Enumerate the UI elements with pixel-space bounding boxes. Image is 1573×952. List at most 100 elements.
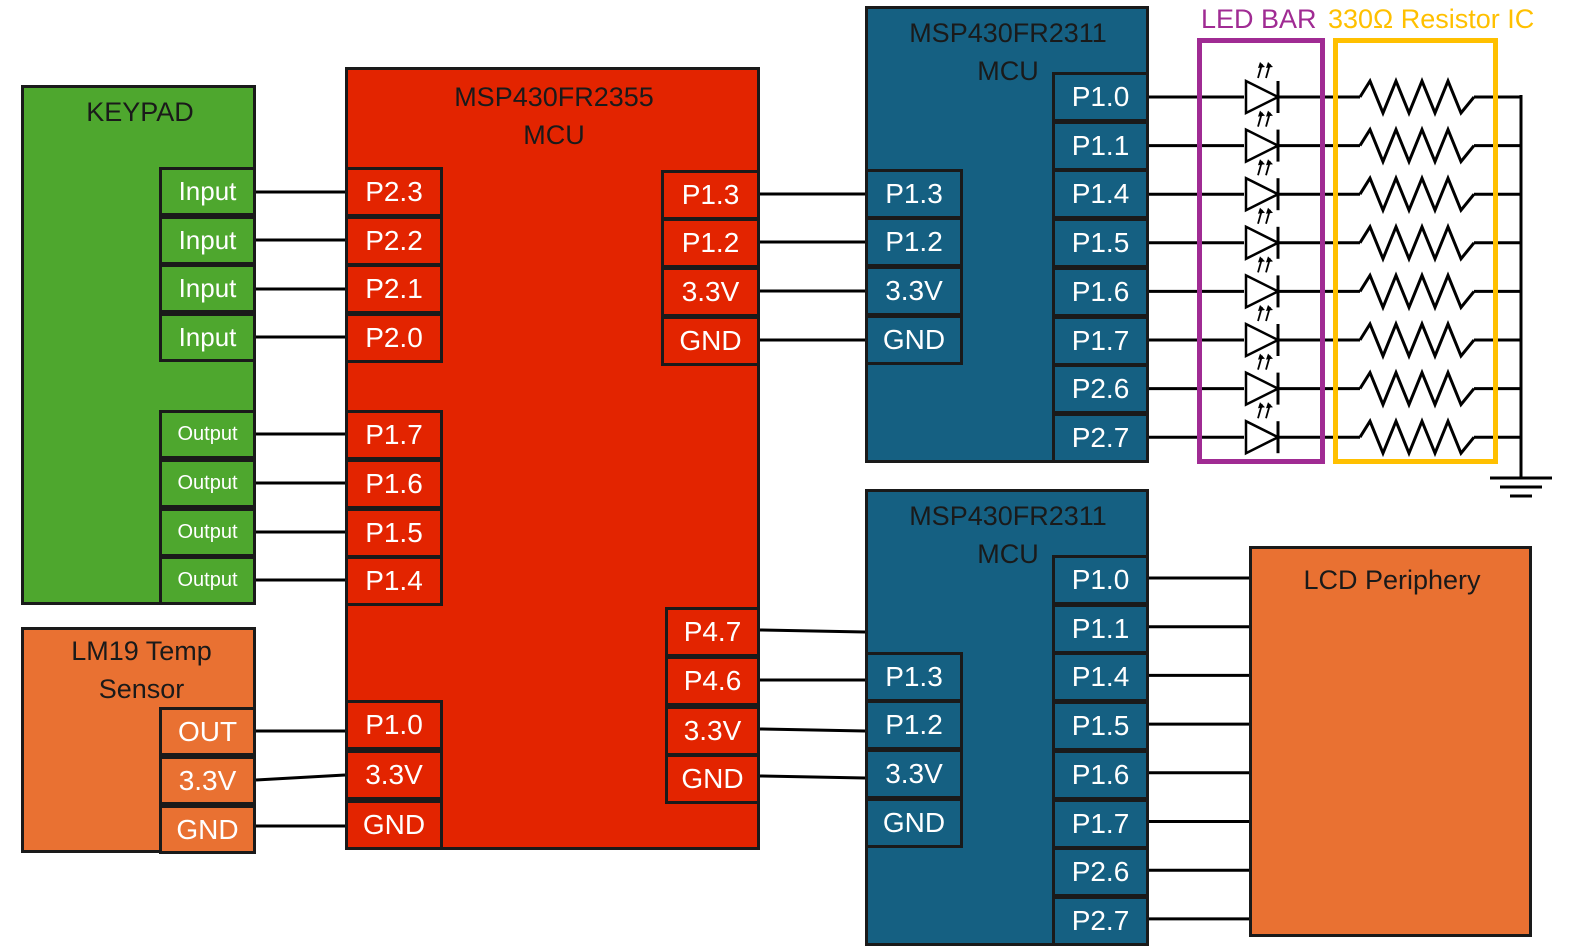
mcu-top-right-pin: P2.6 [1052,364,1149,415]
led-arrow-head [1266,256,1273,263]
main-mcu-right-pin: P4.6 [665,656,760,706]
led-arrow-head [1266,207,1273,214]
keypad-pin-input: Input [159,313,256,362]
mcu-top-title-line2: MCU [977,56,1039,86]
led-arrow-head [1258,159,1265,166]
main-mcu-right-pin: GND [661,316,760,366]
mcu-bottom-left-pin: 3.3V [865,749,963,799]
led-bar-label: LED BAR [1201,4,1317,34]
led-diode-icon [1244,321,1281,359]
led-diode-icon [1244,127,1281,164]
mcu-top-title-line1: MSP430FR2311 [909,18,1107,48]
resistor-ic-label: 330Ω Resistor IC [1328,4,1535,34]
mcu-top-right-pin: P1.5 [1052,218,1149,269]
mcu-bottom-left-pin: GND [865,798,963,848]
main-mcu-left-pin: P1.6 [345,459,443,509]
led-arrow-head [1266,159,1273,166]
lcd-title: LCD Periphery [1303,565,1481,595]
keypad-pin-input: Input [159,167,256,216]
led-arrow-head [1258,62,1265,68]
mcu-top-right-pin: P1.1 [1052,120,1149,171]
led-diode-icon [1244,370,1281,407]
main-mcu-title-line2: MCU [523,120,585,150]
mcu-bottom-title-line1: MSP430FR2311 [909,501,1107,531]
wire [759,727,866,733]
led-arrow-head [1258,402,1265,409]
wire [759,774,866,780]
keypad-pin-output: Output [159,410,256,459]
mcu-bottom-right-pin: P1.4 [1052,652,1149,703]
main-mcu-right-pin: P4.7 [665,607,760,657]
led-bar-frame [1197,38,1325,464]
main-mcu-left-pin: 3.3V [345,750,443,800]
temp-sensor-pin: OUT [159,707,256,756]
mcu-bottom-right-pin: P1.7 [1052,798,1149,849]
temp-sensor-pin: GND [159,805,256,854]
keypad-pin-input: Input [159,264,256,313]
keypad-pin-output: Output [159,459,256,508]
mcu-bottom-title-line2: MCU [977,539,1039,569]
mcu-bottom-right-pin: P1.5 [1052,701,1149,752]
led-diode-icon [1244,224,1281,261]
mcu-bottom-right-pin: P1.6 [1052,749,1149,800]
mcu-bottom-right-pin: P1.1 [1052,603,1149,654]
mcu-bottom-right-pin: P2.7 [1052,895,1149,946]
resistor-icon [1358,77,1476,117]
led-diode-icon [1244,176,1281,213]
main-mcu-left-pin: P1.0 [345,700,443,750]
main-mcu-left-pin: P2.0 [345,313,443,363]
led-arrow-head [1266,305,1273,311]
main-mcu-right-pin: P1.2 [661,218,760,268]
mcu-bottom-right-pin: P2.6 [1052,847,1149,898]
led-arrow-head [1266,110,1273,117]
main-mcu-left-pin: P2.2 [345,216,443,266]
mcu-top-left-pin: 3.3V [865,266,963,316]
mcu-bottom-left-pin: P1.2 [865,700,963,750]
mcu-top-right-pin: P1.6 [1052,266,1149,317]
mcu-bottom-right-pin: P1.0 [1052,555,1149,605]
resistor-icon [1358,125,1476,166]
led-arrow-head [1266,62,1273,68]
led-arrow-head [1266,402,1273,409]
led-diode-icon [1244,78,1281,116]
keypad-pin-input: Input [159,216,256,265]
wire [759,628,866,634]
main-mcu-title-line1: MSP430FR2355 [454,82,654,112]
keypad-pin-output: Output [159,508,256,557]
resistor-icon [1358,222,1476,263]
main-mcu-left-pin: P1.4 [345,556,443,606]
resistor-icon [1358,320,1476,360]
led-arrow-head [1258,110,1265,117]
main-mcu-left-pin: P2.1 [345,264,443,314]
main-mcu-right-pin: GND [665,754,760,804]
main-mcu-right-pin: P1.3 [661,170,760,220]
main-mcu-left-pin: P2.3 [345,167,443,217]
led-arrow-head [1258,207,1265,214]
main-mcu-left-pin: P1.5 [345,508,443,558]
resistor-icon [1358,368,1476,409]
main-mcu-left-pin: P1.7 [345,410,443,460]
temp-sensor-pin: 3.3V [159,756,256,805]
temp-sensor-title-line1: LM19 Temp [71,636,212,666]
temp-sensor-title-line2: Sensor [98,674,185,704]
led-arrow-head [1258,305,1265,311]
led-diode-icon [1244,273,1281,310]
led-arrow-head [1258,353,1265,360]
main-mcu-right-pin: 3.3V [665,706,760,756]
led-diode-icon [1244,419,1281,456]
mcu-top-right-pin: P2.7 [1052,412,1149,463]
resistor-icon [1358,417,1476,458]
lcd-block: LCD Periphery [1249,546,1532,937]
mcu-top-right-pin: P1.0 [1052,72,1149,122]
led-arrow-head [1258,256,1265,263]
keypad-title: KEYPAD [86,97,194,127]
resistor-icon [1358,174,1476,215]
mcu-top-left-pin: P1.3 [865,169,963,219]
mcu-top-left-pin: GND [865,315,963,365]
resistor-icon [1358,271,1476,312]
led-arrow-head [1266,353,1273,360]
mcu-bottom-left-pin: P1.3 [865,652,963,702]
resistor-ic-frame [1333,38,1498,464]
wire [255,773,346,782]
